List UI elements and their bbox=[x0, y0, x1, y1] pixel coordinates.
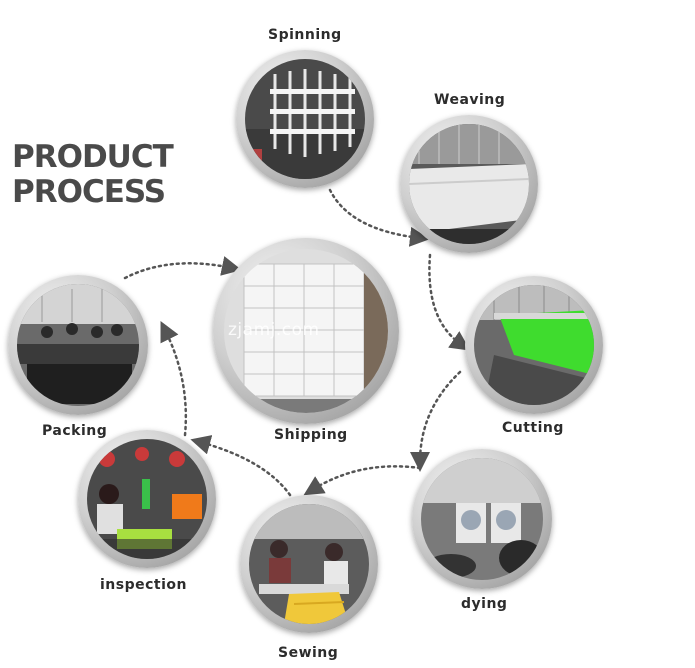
arrow-weaving-to-cutting bbox=[428, 253, 471, 351]
step-circle-cutting bbox=[465, 276, 603, 414]
step-circle-packing bbox=[8, 275, 148, 415]
packing-photo bbox=[17, 284, 139, 406]
step-circle-shipping bbox=[213, 238, 399, 424]
step-label-inspection: inspection bbox=[100, 577, 187, 593]
shipping-photo bbox=[224, 249, 388, 413]
sewing-photo bbox=[249, 504, 369, 624]
step-circle-inspection bbox=[78, 430, 216, 568]
page-title: PRODUCT PROCESS bbox=[12, 139, 174, 210]
title-line-1: PRODUCT bbox=[12, 139, 174, 175]
arrow-sewing-to-inspection bbox=[190, 435, 292, 497]
dying-photo bbox=[421, 458, 543, 580]
step-label-weaving: Weaving bbox=[434, 92, 506, 108]
step-label-spinning: Spinning bbox=[268, 27, 342, 43]
arrow-spinning-to-weaving bbox=[328, 188, 430, 247]
step-label-dying: dying bbox=[461, 596, 508, 612]
arrow-dying-to-sewing bbox=[303, 465, 422, 496]
arrow-inspection-to-packing bbox=[160, 321, 188, 437]
inspection-photo bbox=[87, 439, 207, 559]
step-label-packing: Packing bbox=[42, 423, 108, 439]
step-circle-dying bbox=[412, 449, 552, 589]
title-line-2: PROCESS bbox=[12, 174, 166, 210]
weaving-photo bbox=[409, 124, 529, 244]
step-circle-weaving bbox=[400, 115, 538, 253]
watermark: zjamj.com bbox=[228, 320, 320, 340]
cutting-photo bbox=[474, 285, 594, 405]
step-circle-sewing bbox=[240, 495, 378, 633]
step-label-shipping: Shipping bbox=[274, 427, 348, 443]
step-label-sewing: Sewing bbox=[278, 645, 339, 661]
step-circle-spinning bbox=[236, 50, 374, 188]
arrow-packing-to-shipping bbox=[123, 256, 242, 280]
step-label-cutting: Cutting bbox=[502, 420, 564, 436]
arrow-cutting-to-dying bbox=[410, 370, 462, 472]
spinning-photo bbox=[245, 59, 365, 179]
